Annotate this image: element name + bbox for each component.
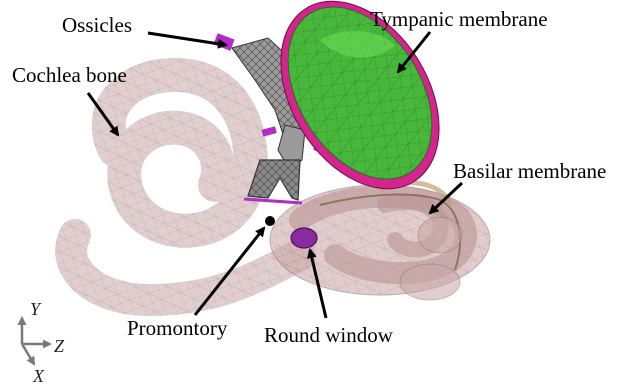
round-window <box>291 228 317 248</box>
ossicle-ligament-top <box>213 33 234 50</box>
ossicles-arrow <box>148 33 226 45</box>
basilar-membrane-label: Basilar membrane <box>453 159 606 183</box>
cochlea-apex-lobe-2 <box>400 264 460 300</box>
round-window-label: Round window <box>264 323 394 347</box>
cochlea-bone-label: Cochlea bone <box>12 63 127 87</box>
axis-y-label: Y <box>30 299 42 319</box>
semicircular-canal-inner <box>109 75 251 231</box>
axis-x-line <box>22 344 34 364</box>
ossicles-label: Ossicles <box>62 13 132 37</box>
axis-z-label: Z <box>54 336 65 356</box>
axis-x-label: X <box>32 366 45 386</box>
ossicle-ligament-mid <box>261 126 276 136</box>
tympanic-membrane-label: Tympanic membrane <box>370 7 548 31</box>
promontory-dot <box>265 216 275 226</box>
coordinate-axes: Y Z X <box>22 299 65 386</box>
cochlea-apex-lobe <box>418 217 462 253</box>
promontory-label: Promontory <box>127 316 228 340</box>
